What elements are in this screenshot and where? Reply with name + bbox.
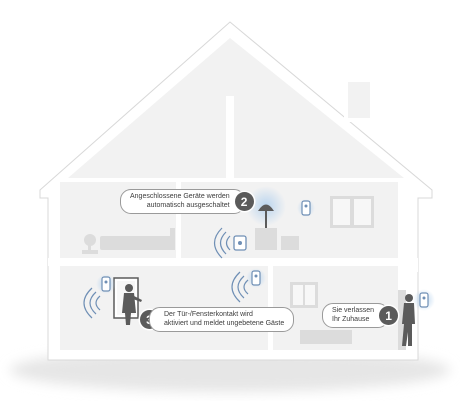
sensor-icon [96, 274, 116, 294]
floor-slab [48, 258, 418, 266]
callout-line: Angeschlossene Geräte werden [130, 193, 230, 200]
front-door [398, 290, 406, 350]
wireless-signal-icon [213, 227, 231, 259]
person-silhouette-icon [402, 294, 415, 346]
callout-2: Angeschlossene Geräte werden automatisch… [120, 189, 254, 214]
callout-3: 3 Der Tür-/Fensterkontakt wird aktiviert… [140, 307, 295, 332]
step-number-badge: 2 [234, 192, 254, 211]
callout-line: automatisch ausgeschaltet [146, 201, 230, 209]
wireless-signal-icon [83, 287, 101, 319]
sideboard [300, 330, 352, 344]
step-number-badge: 1 [379, 306, 399, 325]
callout-line: Der Tür-/Fensterkontakt wird [164, 311, 253, 318]
lamp-icon [258, 204, 274, 228]
attic-beam [226, 96, 234, 178]
attic [68, 38, 404, 178]
bedroom-furniture [82, 228, 175, 254]
callout-1: Sie verlassen Ihr Zuhause 1 [322, 303, 399, 328]
callout-text: Der Tür-/Fensterkontakt wird aktiviert u… [149, 307, 295, 332]
smart-plug-icon [233, 235, 247, 251]
callout-line: Ihr Zuhause [332, 315, 370, 323]
callout-text: Sie verlassen Ihr Zuhause [322, 303, 390, 328]
callout-text: Angeschlossene Geräte werden automatisch… [120, 189, 245, 214]
tv-cabinet [255, 228, 299, 250]
chimney [344, 78, 374, 122]
sensor-icon [413, 289, 435, 311]
window-lower-right [290, 282, 318, 308]
sensor-icon [246, 268, 266, 288]
window-upper-right [330, 196, 374, 228]
burglar-silhouette-icon [122, 284, 142, 325]
callout-line: Sie verlassen [332, 307, 375, 314]
wireless-signal-icon [231, 271, 249, 303]
callout-line: aktiviert und meldet ungebetene Gäste [164, 319, 285, 327]
sensor-icon [297, 199, 315, 217]
